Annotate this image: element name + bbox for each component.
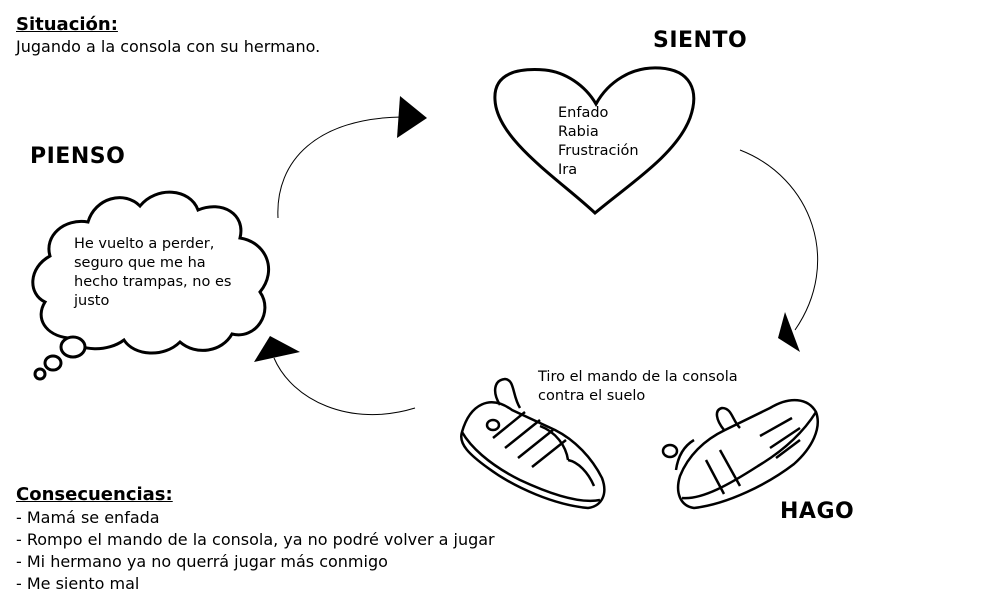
heading-do: HAGO: [780, 499, 855, 524]
heading-think: PIENSO: [30, 144, 126, 169]
thought-text: He vuelto a perder, seguro que me ha hec…: [74, 236, 232, 309]
situation-text: Jugando a la consola con su hermano.: [16, 37, 321, 56]
feeling-item: Enfado: [558, 105, 609, 121]
consequence-item: - Rompo el mando de la consola, ya no po…: [16, 530, 495, 549]
left-shoe-icon: [459, 377, 606, 510]
action-text: Tiro el mando de la consola contra el su…: [538, 369, 738, 404]
consequences-list: - Mamá se enfada - Rompo el mando de la …: [16, 507, 495, 595]
feelings-list: Enfado Rabia Frustración Ira: [558, 104, 639, 180]
arrowhead-feel-to-do: [778, 312, 800, 352]
arrow-feel-to-do: [739, 149, 819, 331]
arrowhead-think-to-feel: [397, 96, 427, 138]
feeling-item: Frustración: [558, 143, 639, 159]
heart-shape: [493, 66, 696, 216]
right-shoe-icon: [661, 399, 819, 510]
feeling-item: Rabia: [558, 124, 599, 140]
heading-feel: SIENTO: [653, 28, 748, 53]
feeling-item: Ira: [558, 162, 578, 178]
consequence-item: - Mamá se enfada: [16, 508, 160, 527]
situation-title: Situación:: [16, 14, 118, 35]
arrowhead-do-to-think: [254, 336, 300, 362]
arrowheads: [254, 96, 800, 362]
arrow-think-to-feel: [277, 116, 403, 219]
arrow-do-to-think: [273, 357, 416, 416]
thought-cloud: [31, 190, 271, 381]
consequences-title: Consecuencias:: [16, 484, 173, 505]
consequence-item: - Me siento mal: [16, 574, 140, 593]
consequence-item: - Mi hermano ya no querrá jugar más conm…: [16, 552, 388, 571]
cycle-arrows: [273, 116, 819, 416]
